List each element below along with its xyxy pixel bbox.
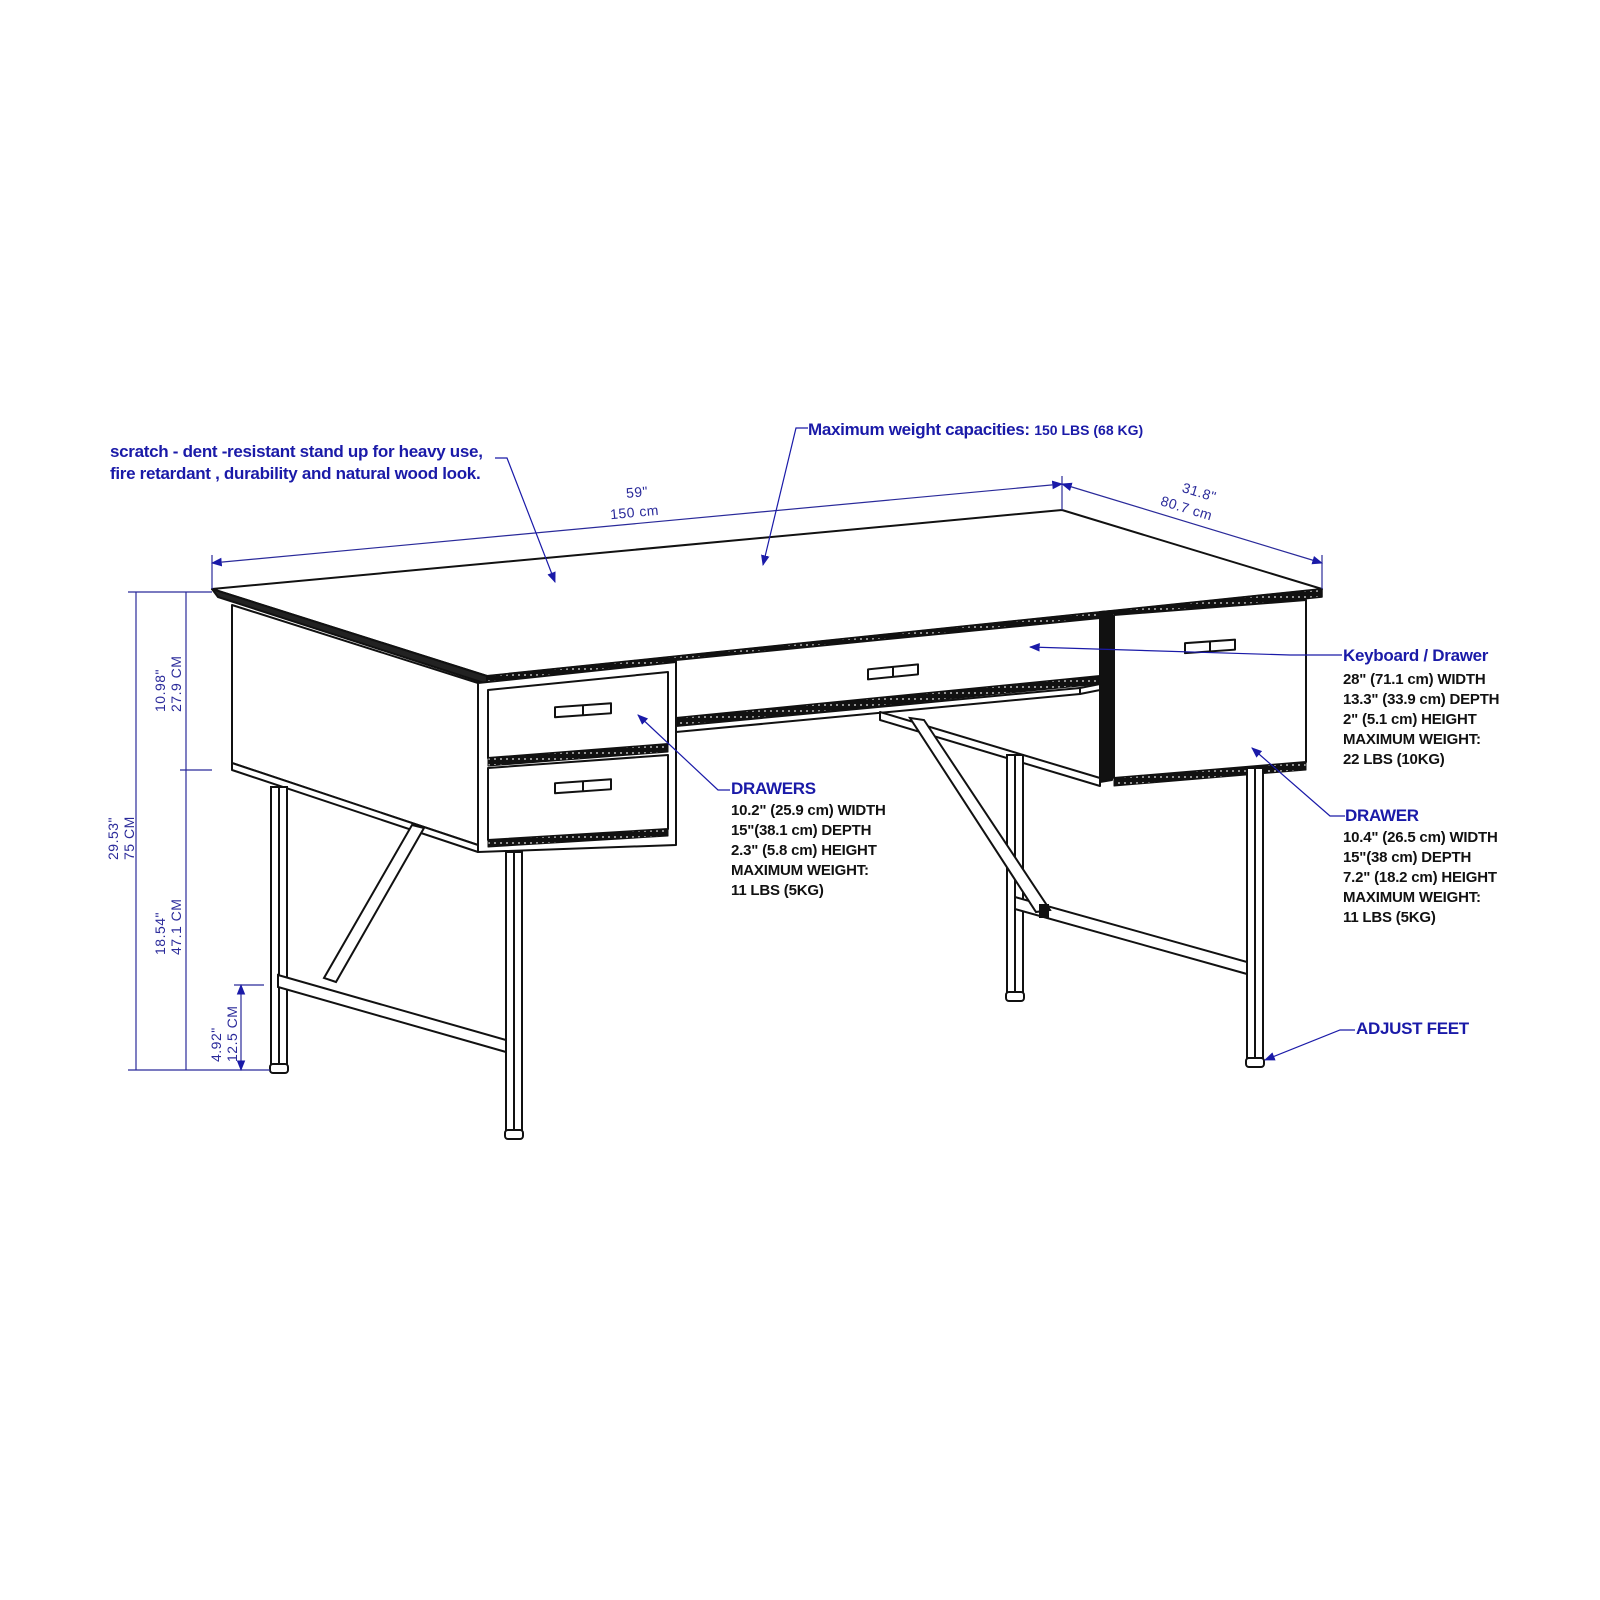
drawer-spec: MAXIMUM WEIGHT:	[1343, 889, 1481, 906]
total-height-in: 29.53"	[105, 816, 121, 860]
drawer-handle	[554, 778, 612, 795]
keyboard-drawer-title: Keyboard / Drawer	[1343, 646, 1489, 665]
max-weight-note: Maximum weight capacities: 150 LBS (68 K…	[808, 419, 1143, 441]
foot-left-front	[504, 1129, 524, 1140]
drawers-spec: 2.3" (5.8 cm) HEIGHT	[731, 842, 877, 859]
right-stretcher	[1014, 895, 1248, 976]
right-brace	[907, 716, 1052, 914]
leader-max-weight	[761, 427, 808, 567]
drawers-title: DRAWERS	[731, 779, 816, 798]
drawer-spec: 11 LBS (5KG)	[1343, 909, 1436, 926]
drawers-spec: 11 LBS (5KG)	[731, 882, 824, 899]
foot-right-rear	[1005, 991, 1025, 1002]
leg-height-in: 18.54"	[152, 911, 168, 955]
drawers-spec: MAXIMUM WEIGHT:	[731, 862, 869, 879]
leader-keyboard-drawer	[1028, 642, 1342, 656]
keyboard-drawer-spec: MAXIMUM WEIGHT:	[1343, 731, 1481, 748]
right-drawer-front	[1113, 599, 1307, 779]
callout-drawer: DRAWER 10.4" (26.5 cm) WIDTH 15"(38 cm) …	[1343, 806, 1498, 928]
drawer-title: DRAWER	[1345, 806, 1419, 825]
right-drawer-handle	[1184, 638, 1236, 655]
keyboard-drawer-handle	[867, 663, 919, 681]
leg-height-cm: 47.1 CM	[168, 898, 184, 955]
foot-right-front	[1245, 1057, 1265, 1068]
left-brace	[322, 823, 426, 984]
callout-keyboard-drawer: Keyboard / Drawer 28" (71.1 cm) WIDTH 13…	[1343, 646, 1500, 770]
stretcher-height-dim: 4.92" 12.5 CM	[208, 1006, 240, 1062]
material-note-line2: fire retardant , durability and natural …	[110, 464, 481, 483]
leader-lines	[495, 427, 1355, 1061]
leader-material	[495, 457, 556, 584]
material-note-line1: scratch - dent -resistant stand up for h…	[110, 442, 483, 461]
stretcher-height-in: 4.92"	[208, 1027, 224, 1062]
total-height-cm: 75 CM	[121, 816, 137, 860]
stretcher-height-cm: 12.5 CM	[224, 1005, 240, 1062]
total-height-dim: 29.53" 75 CM	[105, 816, 137, 860]
drawers-spec: 15"(38.1 cm) DEPTH	[731, 822, 872, 839]
keyboard-drawer-spec: 22 LBS (10KG)	[1343, 751, 1445, 768]
leader-drawer	[1251, 747, 1345, 817]
drawer-spec: 15"(38 cm) DEPTH	[1343, 849, 1472, 866]
apron-height-dim: 10.98" 27.9 CM	[152, 656, 184, 712]
drawer-handle	[554, 702, 612, 719]
callout-adjust-feet: ADJUST FEET	[1356, 1019, 1469, 1038]
keyboard-drawer-spec: 2" (5.1 cm) HEIGHT	[1343, 711, 1477, 728]
drawers-spec: 10.2" (25.9 cm) WIDTH	[731, 802, 886, 819]
desk-legs	[269, 716, 1265, 1140]
keyboard-drawer-spec: 13.3" (33.9 cm) DEPTH	[1343, 691, 1500, 708]
apron-height-in: 10.98"	[152, 668, 168, 712]
drawer-spec: 7.2" (18.2 cm) HEIGHT	[1343, 869, 1497, 886]
foot-left-rear	[269, 1063, 289, 1074]
material-note: scratch - dent -resistant stand up for h…	[110, 441, 483, 485]
dimension-lines	[128, 476, 1324, 1072]
keyboard-drawer-spec: 28" (71.1 cm) WIDTH	[1343, 671, 1486, 688]
center-rail	[879, 711, 1101, 787]
drawer-spec: 10.4" (26.5 cm) WIDTH	[1343, 829, 1498, 846]
max-weight-value: 150 LBS (68 KG)	[1034, 422, 1144, 438]
callout-drawers: DRAWERS 10.2" (25.9 cm) WIDTH 15"(38.1 c…	[731, 779, 886, 901]
max-weight-label: Maximum weight capacities:	[808, 420, 1030, 439]
apron-height-cm: 27.9 CM	[168, 655, 184, 712]
leader-adjust-feet	[1263, 1029, 1355, 1061]
left-lower-drawer	[487, 754, 669, 841]
leader-drawers	[637, 714, 730, 791]
leg-height-dim: 18.54" 47.1 CM	[152, 899, 184, 955]
right-cabinet-divider	[1099, 610, 1113, 783]
width-dim-in: 59"	[625, 483, 649, 501]
left-stretcher	[277, 973, 507, 1054]
